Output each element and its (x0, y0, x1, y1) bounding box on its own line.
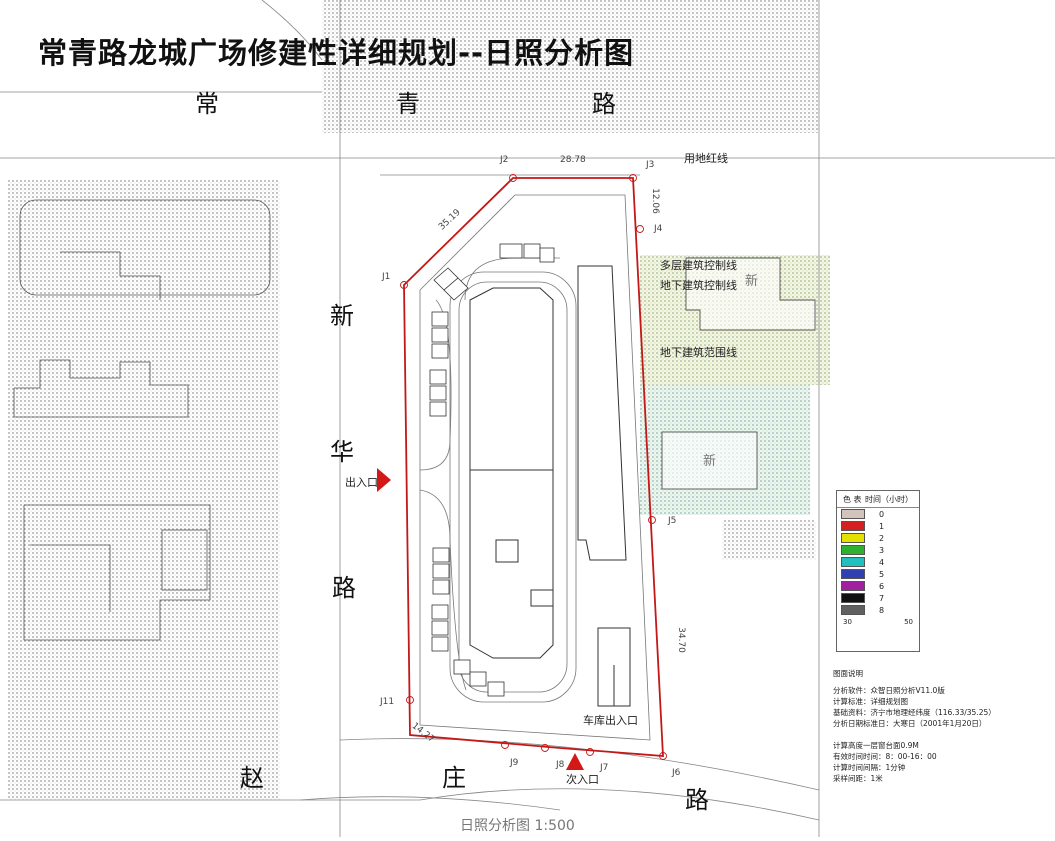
west-buildings (13, 199, 271, 641)
site-redline (403, 177, 664, 757)
road-north-char-2: 青 (396, 90, 420, 118)
underground-control-label: 地下建筑控制线 (660, 279, 737, 292)
new-building-label-1: 新 (745, 274, 759, 289)
notes-line: 有效时间时间：8：00-16：00 (833, 752, 937, 761)
shadow-field-west (8, 180, 280, 800)
legend-swatch (841, 581, 865, 591)
road-south-char-2: 庄 (442, 764, 466, 792)
underground-range-label: 地下建筑范围线 (660, 346, 737, 359)
road-north-char-3: 路 (592, 90, 616, 118)
legend-row: 5 (837, 568, 919, 580)
legend-swatch (841, 593, 865, 603)
legend-header-color: 色 表 (843, 495, 862, 504)
legend-rows: 0 1 2 3 4 5 6 7 8 (837, 508, 919, 616)
redline-label: 用地红线 (684, 152, 728, 165)
legend-swatch (841, 569, 865, 579)
shadow-field-east-low (722, 520, 816, 560)
legend-swatch (841, 521, 865, 531)
new-building-label-2: 新 (703, 454, 717, 469)
dimension-northeast-edge: 12.06 (649, 188, 660, 214)
multi-storey-control-label: 多层建筑控制线 (660, 259, 737, 272)
legend-row: 1 (837, 520, 919, 532)
entrance-west-label: 出入口 (345, 476, 378, 489)
legend-foot-left: 30 (843, 618, 852, 626)
point-label-j2: J2 (500, 155, 509, 165)
point-label-j5: J5 (668, 516, 677, 526)
legend-value: 8 (879, 605, 885, 615)
point-label-j1: J1 (382, 272, 391, 282)
legend-foot-right: 50 (904, 618, 913, 626)
notes-line: 计算时间间隔：1分钟 (833, 763, 906, 772)
legend-swatch (841, 545, 865, 555)
entrance-west-marker (377, 468, 391, 492)
legend-swatch (841, 509, 865, 519)
control-point-markers (400, 174, 667, 760)
notes-line: 基础资料：济宁市地理经纬度（116.33/35.25） (833, 708, 996, 717)
legend-header: 色 表 时间（小时） (837, 491, 919, 508)
garage-entrance-label: 车库出入口 (583, 714, 638, 727)
road-south-char-3: 路 (685, 786, 709, 814)
notes-line: 分析日期标准日：大寒日（2001年1月20日） (833, 719, 987, 728)
entrance-south-marker (566, 753, 584, 770)
notes-line: 采样间距：1米 (833, 774, 883, 783)
road-north-char-1: 常 (195, 90, 219, 118)
legend-value: 6 (879, 581, 885, 591)
legend-header-time: 时间（小时） (865, 495, 913, 504)
legend-row: 4 (837, 556, 919, 568)
notes-line: 计算高度一层窗台面0.9M (833, 741, 919, 750)
point-label-j6: J6 (672, 768, 681, 778)
notes-line (833, 729, 996, 740)
east-buildings (661, 257, 816, 490)
point-label-j11: J11 (380, 697, 395, 707)
legend-value: 3 (879, 545, 885, 555)
notes-heading: 图面说明 (833, 669, 863, 678)
legend-row: 2 (837, 532, 919, 544)
point-label-j9: J9 (510, 758, 519, 768)
analysis-notes: 图面说明 分析软件：众智日照分析V11.0版计算标准：详细规划图基础资料：济宁市… (833, 668, 996, 784)
notes-line: 计算标准：详细规划图 (833, 697, 908, 706)
road-south-char-1: 赵 (240, 764, 264, 792)
road-west-char-1: 新 (330, 302, 354, 330)
point-label-j4: J4 (654, 224, 663, 234)
road-west-char-2: 华 (330, 438, 354, 466)
east-strip-building (577, 265, 631, 707)
sunlight-hours-legend: 色 表 时间（小时） 0 1 2 3 4 5 6 7 8 30 50 (836, 490, 920, 652)
legend-row: 3 (837, 544, 919, 556)
legend-value: 7 (879, 593, 885, 603)
legend-row: 8 (837, 604, 919, 616)
legend-row: 6 (837, 580, 919, 592)
legend-value: 2 (879, 533, 885, 543)
shadow-field-north (322, 0, 819, 133)
notes-line: 分析软件：众智日照分析V11.0版 (833, 686, 945, 695)
legend-value: 0 (879, 509, 885, 519)
main-building (469, 287, 554, 659)
legend-value: 1 (879, 521, 885, 531)
legend-footer: 30 50 (837, 616, 919, 628)
page-title: 常青路龙城广场修建性详细规划--日照分析图 (38, 36, 635, 70)
point-label-j7: J7 (600, 763, 609, 773)
legend-swatch (841, 533, 865, 543)
legend-value: 5 (879, 569, 885, 579)
legend-value: 4 (879, 557, 885, 567)
legend-row: 7 (837, 592, 919, 604)
legend-row: 0 (837, 508, 919, 520)
road-west-char-3: 路 (332, 574, 356, 602)
dimension-north-edge: 28.78 (560, 155, 586, 165)
scale-caption: 日照分析图 1:500 (460, 818, 575, 834)
legend-swatch (841, 557, 865, 567)
notes-lines: 分析软件：众智日照分析V11.0版计算标准：详细规划图基础资料：济宁市地理经纬度… (833, 685, 996, 784)
dimension-east-edge: 34.70 (675, 627, 686, 653)
point-label-j3: J3 (646, 160, 655, 170)
point-label-j8: J8 (556, 760, 565, 770)
entrance-south-label: 次入口 (566, 773, 599, 786)
west-unit-row (429, 243, 555, 697)
legend-swatch (841, 605, 865, 615)
